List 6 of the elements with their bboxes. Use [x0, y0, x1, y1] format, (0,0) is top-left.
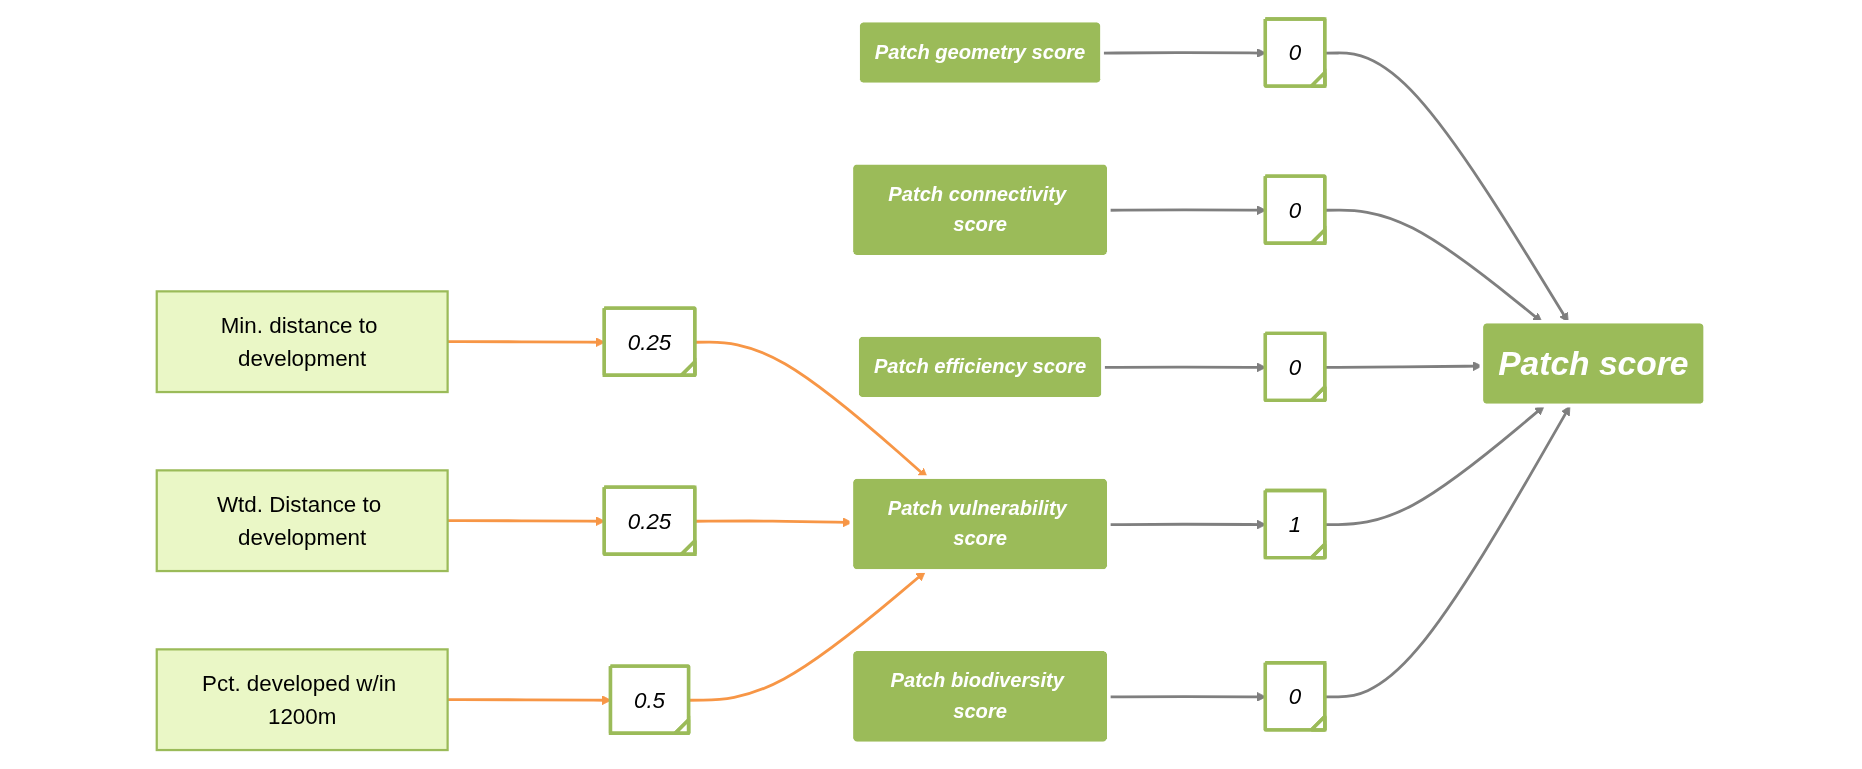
- arrow: [1325, 405, 1571, 699]
- arrow: [1325, 405, 1545, 526]
- node-box: Pct. developed w/in 1200m: [155, 648, 449, 752]
- node-box: Min. distance to development: [155, 290, 449, 394]
- arrow: [689, 571, 926, 702]
- node-box: Wtd. Distance to development: [155, 469, 449, 573]
